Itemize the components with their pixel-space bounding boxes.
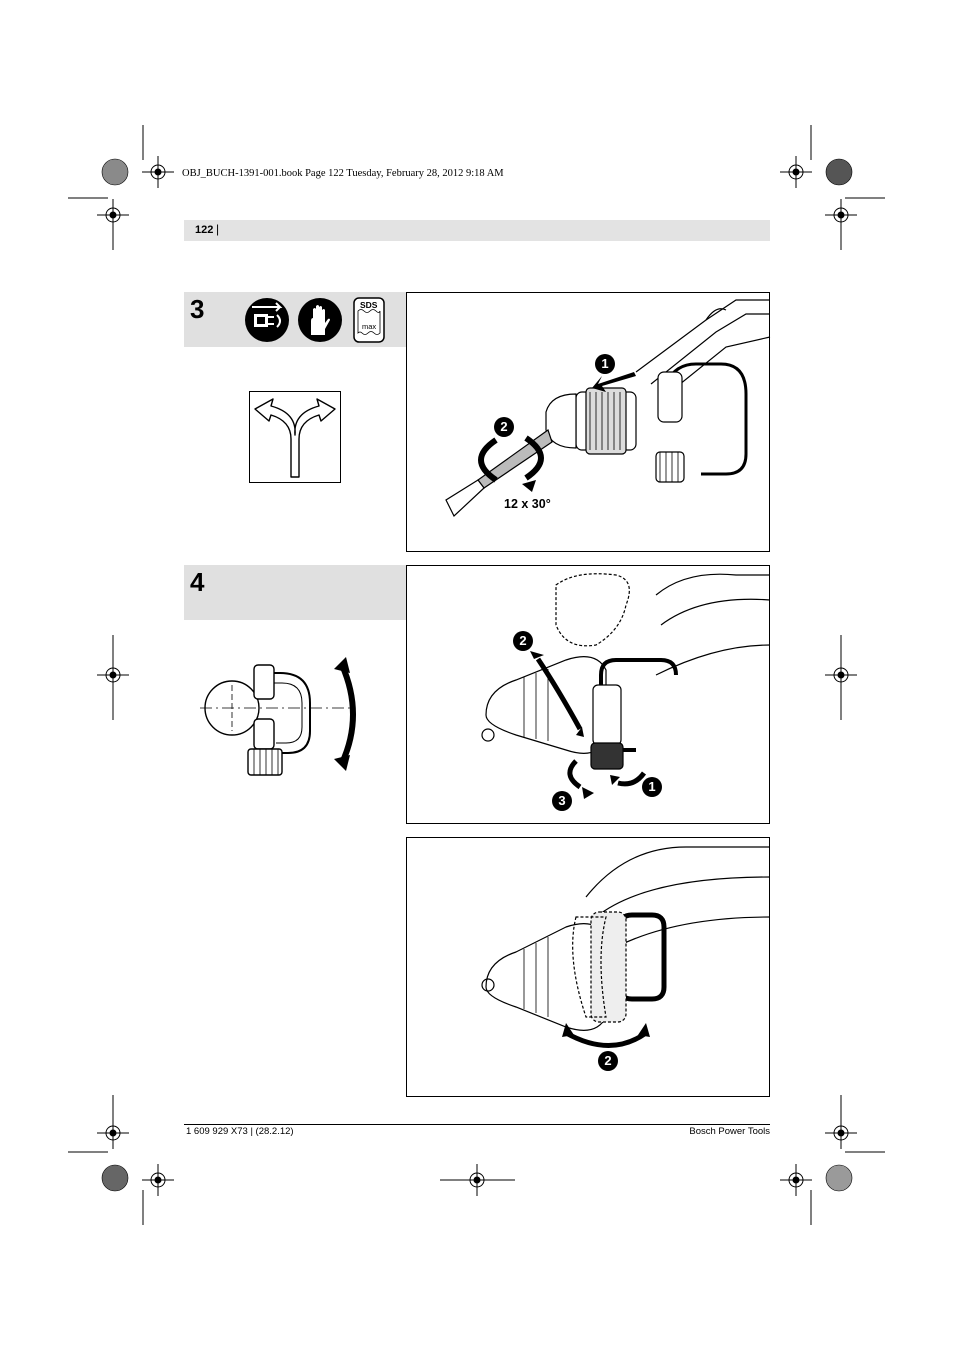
footer-brand: Bosch Power Tools [689, 1126, 770, 1137]
gloves-icon [298, 298, 342, 342]
chisel-dimension-label: 12 x 30° [504, 497, 551, 511]
page-separator: | [216, 222, 220, 236]
chisel-insert-illustration [445, 299, 771, 517]
step4-callout-1: 1 [642, 777, 662, 797]
handle-loosen-illustration [481, 573, 771, 799]
header-bar [184, 220, 770, 241]
print-header: OBJ_BUCH-1391-001.book Page 122 Tuesday,… [182, 168, 504, 179]
handle-rotation-schematic [200, 657, 356, 776]
footer-rule [184, 1124, 770, 1125]
unplug-icon [245, 298, 289, 342]
footer-doc-number: 1 609 929 X73 | (28.2.12) [186, 1126, 294, 1137]
step4-bottom-callout-2: 2 [598, 1051, 618, 1071]
step4-callout-2: 2 [513, 631, 533, 651]
page-number: 122 [195, 224, 214, 236]
step4-callout-3: 3 [552, 791, 572, 811]
sds-badge-bottom: max [362, 322, 377, 331]
step4-number: 4 [190, 567, 205, 597]
handle-swivel-illustration [481, 846, 771, 1048]
sds-max-icon [353, 297, 385, 343]
step3-number: 3 [190, 294, 205, 324]
step3-callout-1: 1 [595, 354, 615, 374]
sds-badge-top: SDS [360, 300, 378, 310]
step3-callout-2: 2 [494, 417, 514, 437]
branching-arrows-icon [249, 391, 341, 483]
step4-band [184, 565, 406, 620]
